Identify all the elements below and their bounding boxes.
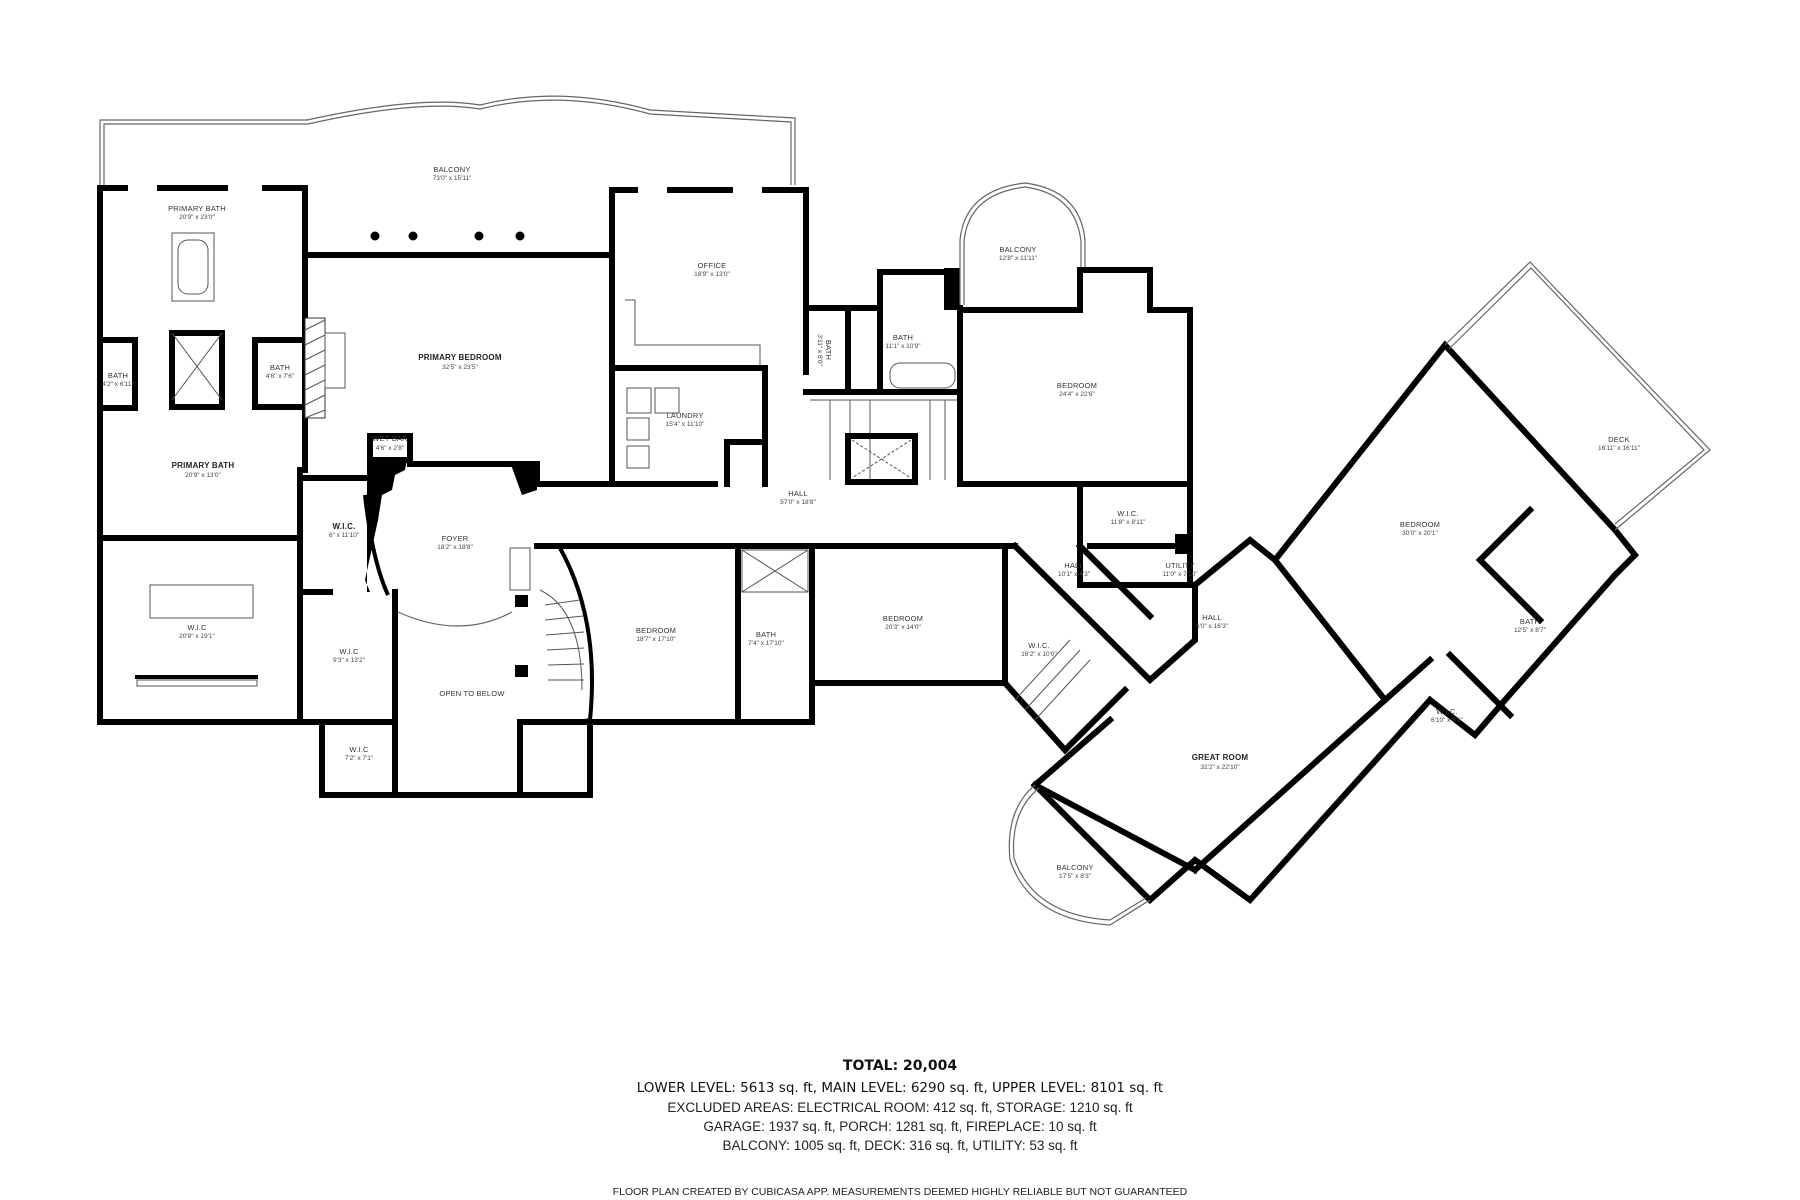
- room-label: PRIMARY BEDROOM: [418, 353, 502, 362]
- room-label: BATH: [270, 363, 290, 372]
- room-label: BEDROOM: [883, 614, 923, 623]
- excluded-areas: EXCLUDED AREAS: ELECTRICAL ROOM: 412 sq.…: [667, 1100, 1133, 1115]
- stair-core: [803, 268, 963, 485]
- disclaimer-footer: FLOOR PLAN CREATED BY CUBICASA APP. MEAS…: [612, 1186, 1188, 1198]
- room-label: UTILITY: [1165, 561, 1194, 570]
- room-dims: 6'10" x 8'6": [1431, 717, 1464, 724]
- room-dims: 24'4" x 22'6": [1059, 391, 1095, 398]
- balcony-deck-utility: BALCONY: 1005 sq. ft, DECK: 316 sq. ft, …: [722, 1138, 1078, 1153]
- room-dims: 20'9" x 23'0": [179, 214, 215, 221]
- room-label: BEDROOM: [636, 626, 676, 635]
- total-area: TOTAL: 20,004: [842, 1058, 958, 1074]
- room-label: W.I.C: [339, 647, 359, 656]
- room-label: HALL: [788, 489, 808, 498]
- room-dims: 9'3" x 13'2": [333, 657, 366, 664]
- room-dims: 15'4" x 11'10": [666, 421, 705, 428]
- room-label: BEDROOM: [1400, 520, 1440, 529]
- east-wing-walls: [1000, 261, 1711, 926]
- room-dims: 4'2" x 6'11": [102, 381, 134, 388]
- room-label: OFFICE: [698, 261, 727, 270]
- room-dims: 7'4" x 17'10": [748, 640, 784, 647]
- room-dims: 18'9" x 13'0": [694, 271, 730, 278]
- center-north-walls: [609, 187, 809, 487]
- room-dims: 17'5" x 8'3": [1059, 873, 1092, 880]
- room-dims: 16'11" x 16'11": [1598, 445, 1641, 452]
- room-dims: 6'0" x 16'3": [1196, 623, 1229, 630]
- room-label: BATH: [1520, 617, 1540, 626]
- room-dims: 4'6" x 7'6": [266, 373, 295, 380]
- room-label: W.I.C.: [1117, 509, 1139, 518]
- room-label: PRIMARY BATH: [172, 461, 235, 470]
- room-dims: 10'1" x 4'3": [1058, 571, 1091, 578]
- room-label: HALL: [1202, 613, 1222, 622]
- room-dims: 4'6" x 2'8": [376, 445, 405, 452]
- room-labels: BALCONY 73'0" x 15'11" PRIMARY BATH 20'9…: [102, 165, 1640, 880]
- room-label: GREAT ROOM: [1192, 753, 1249, 762]
- room-dims: 73'0" x 15'11": [433, 175, 472, 182]
- room-label: BATH: [108, 371, 128, 380]
- room-label: W.I.C.: [1028, 641, 1050, 650]
- room-label: BATH: [756, 630, 776, 639]
- room-label: W.I.C.: [333, 522, 356, 531]
- room-dims: 16'2" x 10'0": [1021, 651, 1057, 658]
- ne-bedroom-walls: [957, 182, 1198, 685]
- room-label: BATH: [893, 333, 913, 342]
- room-dims: 20'9" x 13'0": [185, 472, 221, 479]
- foyer-walls: [363, 433, 718, 798]
- room-dims: 11'1" x 10'9": [885, 343, 921, 350]
- room-label: WET BAR: [372, 434, 408, 443]
- room-dims: 18'7" x 17'10": [636, 636, 676, 643]
- room-label: BALCONY: [1056, 863, 1093, 872]
- balcony-top-outline: [99, 95, 796, 241]
- room-label: W.I.C: [349, 745, 369, 754]
- room-label: W.I.C: [187, 623, 207, 632]
- left-wing-walls: [97, 185, 615, 798]
- garage-porch-fireplace: GARAGE: 1937 sq. ft, PORCH: 1281 sq. ft,…: [703, 1119, 1097, 1134]
- room-label: DECK: [1608, 435, 1630, 444]
- room-label: PRIMARY BATH: [168, 204, 226, 213]
- room-dims: 18'2" x 18'8": [437, 544, 473, 551]
- room-dims: 20'3" x 14'0": [885, 624, 921, 631]
- room-dims: 3'11" x 8'0": [816, 334, 823, 366]
- room-label: HALL: [1064, 561, 1084, 570]
- room-dims: 7'2" x 7'1": [345, 755, 374, 762]
- room-dims: 11'8" x 8'11": [1111, 519, 1146, 526]
- room-label: FOYER: [442, 534, 469, 543]
- room-label: LAUNDRY: [666, 411, 703, 420]
- room-dims: 12'5" x 8'7": [1514, 627, 1547, 634]
- room-label: W.I.C.: [1436, 707, 1458, 716]
- room-dims: 6" x 11'10": [329, 532, 360, 539]
- room-label: BEDROOM: [1057, 381, 1097, 390]
- room-label: OPEN TO BELOW: [439, 689, 505, 698]
- room-dims: 12'8" x 11'11": [999, 255, 1038, 262]
- room-dims: 32'5" x 23'5": [442, 364, 478, 371]
- room-dims: 32'2" x 22'10": [1200, 764, 1240, 771]
- room-label: BALCONY: [999, 245, 1036, 254]
- room-dims: 20'9" x 19'1": [179, 633, 215, 640]
- room-label: BATH: [824, 340, 833, 360]
- room-label: BALCONY: [433, 165, 470, 174]
- room-dims: 30'0" x 20'1": [1402, 530, 1438, 537]
- level-areas: LOWER LEVEL: 5613 sq. ft, MAIN LEVEL: 62…: [636, 1080, 1164, 1096]
- south-walls: [534, 543, 1018, 725]
- room-dims: 57'0" x 18'8": [780, 499, 816, 506]
- room-dims: 11'0" x 7'10": [1162, 571, 1198, 578]
